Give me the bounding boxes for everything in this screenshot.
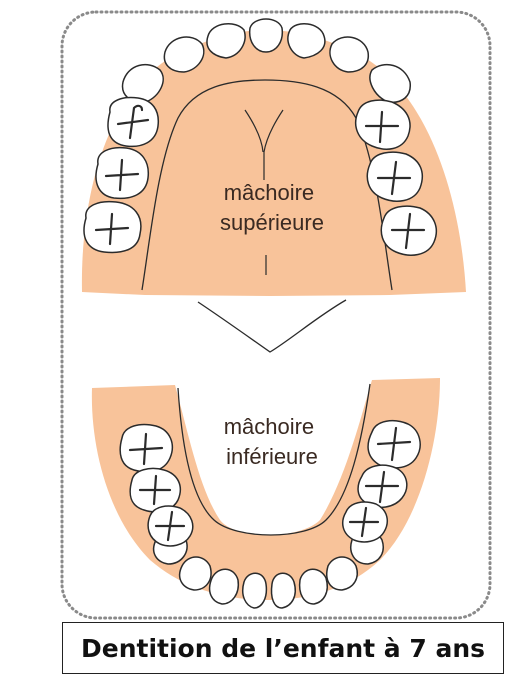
upper-molar [356, 100, 410, 149]
upper-molar [84, 202, 141, 253]
lower-tooth [180, 557, 211, 590]
upper-molar [367, 152, 422, 201]
upper-jaw-label-line-1: mâchoire [224, 180, 314, 205]
lower-molar [148, 506, 193, 546]
upper-jaw-label-line-2: supérieure [220, 210, 324, 235]
lower-tooth [327, 557, 357, 590]
lower-molar [368, 421, 420, 468]
upper-molar [381, 206, 436, 255]
lower-tooth [243, 573, 267, 608]
lower-jaw-label-line-2: inférieure [226, 444, 318, 469]
upper-tooth [288, 24, 325, 58]
caption: Dentition de l’enfant à 7 ans [81, 634, 485, 663]
lower-tooth [210, 569, 239, 604]
lower-molar [343, 502, 388, 542]
dentition-diagram: mâchoire supérieure [0, 0, 530, 620]
lower-tooth [271, 573, 295, 608]
lower-molar [358, 465, 407, 507]
lower-jaw: mâchoire inférieure [92, 378, 440, 608]
caption-box: Dentition de l’enfant à 7 ans [62, 622, 504, 674]
lower-molar [130, 468, 180, 511]
lower-tooth [300, 569, 328, 604]
upper-jaw: mâchoire supérieure [82, 19, 466, 296]
upper-tooth [330, 37, 368, 72]
upper-molar [96, 148, 148, 199]
mouth-opening-line [198, 300, 346, 352]
upper-tooth [250, 19, 283, 52]
upper-molar [108, 98, 158, 147]
lower-jaw-label-line-1: mâchoire [224, 414, 314, 439]
lower-molar [120, 425, 172, 472]
